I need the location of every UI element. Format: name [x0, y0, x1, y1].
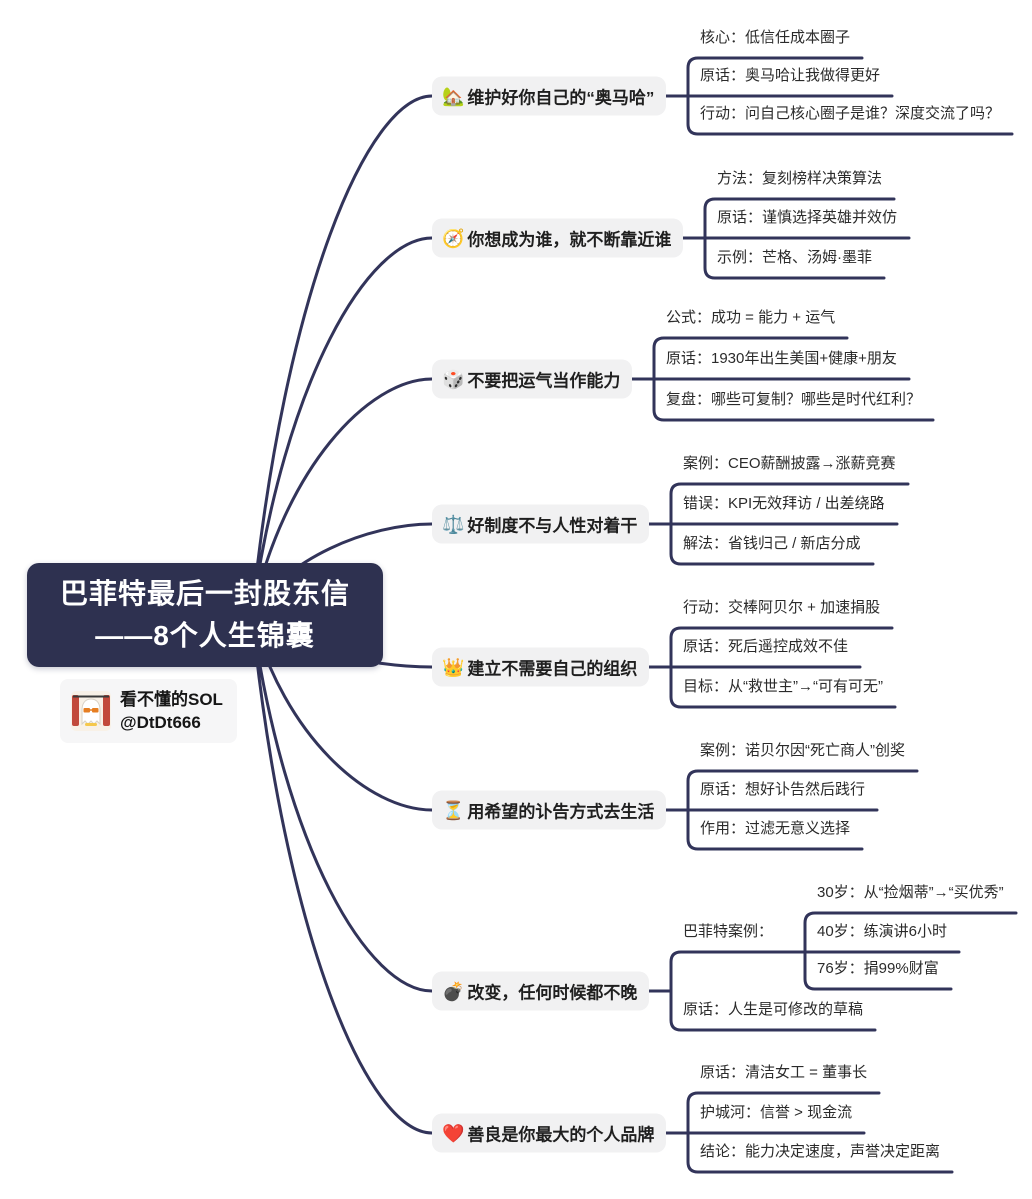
branch-topic-3[interactable]: 🎲不要把运气当作能力 [432, 359, 633, 399]
detail-node[interactable]: 目标：从“救世主”→“可有可无” [683, 678, 883, 695]
branch-topic-6[interactable]: ⏳用希望的讣告方式去生活 [432, 790, 667, 830]
branch-topic-4[interactable]: ⚖️好制度不与人性对着干 [432, 504, 650, 544]
detail-node[interactable]: 原话：想好讣告然后践行 [700, 781, 866, 798]
detail-node[interactable]: 原话：奥马哈让我做得更好 [700, 67, 881, 84]
central-topic-line2: ——8个人生锦囊 [95, 620, 315, 651]
detail-node[interactable]: 结论：能力决定速度，声誉决定距离 [700, 1143, 941, 1160]
branch-topic-7[interactable]: 💣改变，任何时候都不晚 [432, 971, 650, 1011]
branch-topic-label: 维护好你自己的“奥马哈” [467, 88, 655, 108]
house-icon: 🏡 [442, 86, 465, 106]
detail-node[interactable]: 40岁：练演讲6小时 [817, 923, 948, 940]
bomb-icon: 💣 [442, 981, 465, 1001]
central-topic[interactable]: 巴菲特最后一封股东信 ——8个人生锦囊 [27, 563, 383, 667]
detail-node[interactable]: 原话：1930年出生美国+健康+朋友 [666, 350, 897, 367]
detail-node[interactable]: 案例：诺贝尔因“死亡商人”创奖 [700, 742, 905, 759]
detail-node[interactable]: 行动：交棒阿贝尔 + 加速捐股 [683, 599, 881, 616]
detail-node[interactable]: 巴菲特案例： [683, 923, 774, 940]
detail-node[interactable]: 案例：CEO薪酬披露→涨薪竞赛 [683, 455, 896, 472]
detail-node[interactable]: 作用：过滤无意义选择 [700, 820, 851, 837]
detail-node[interactable]: 76岁：捐99%财富 [817, 960, 939, 977]
author-card[interactable]: 看不懂的SOL @DtDt666 [60, 679, 237, 743]
detail-node[interactable]: 复盘：哪些可复制？哪些是时代红利？ [666, 391, 922, 408]
hourglass-icon: ⏳ [442, 800, 465, 820]
detail-node[interactable]: 错误：KPI无效拜访 / 出差绕路 [683, 495, 885, 512]
branch-topic-label: 善良是你最大的个人品牌 [467, 1125, 655, 1145]
branch-topic-label: 改变，任何时候都不晚 [467, 983, 638, 1003]
compass-icon: 🧭 [442, 228, 465, 248]
branch-topic-label: 不要把运气当作能力 [467, 371, 621, 391]
detail-node[interactable]: 原话：人生是可修改的草稿 [683, 1001, 864, 1018]
detail-node[interactable]: 方法：复刻榜样决策算法 [717, 170, 883, 187]
branch-topic-8[interactable]: ❤️善良是你最大的个人品牌 [432, 1113, 667, 1153]
branch-topic-label: 你想成为谁，就不断靠近谁 [467, 230, 672, 250]
detail-node[interactable]: 原话：谨慎选择英雄并效仿 [717, 209, 898, 226]
branch-topic-2[interactable]: 🧭你想成为谁，就不断靠近谁 [432, 218, 684, 258]
author-text: 看不懂的SOL @DtDt666 [120, 688, 223, 734]
crown-icon: 👑 [442, 657, 465, 677]
detail-node[interactable]: 护城河：信誉 > 现金流 [700, 1104, 853, 1121]
detail-node[interactable]: 核心：低信任成本圈子 [700, 29, 851, 46]
branch-topic-label: 好制度不与人性对着干 [467, 516, 638, 536]
author-name: 看不懂的SOL [120, 690, 223, 709]
detail-node[interactable]: 原话：清洁女工 = 董事长 [700, 1064, 868, 1081]
branch-topic-label: 建立不需要自己的组织 [467, 659, 638, 679]
scales-icon: ⚖️ [442, 514, 465, 534]
detail-node[interactable]: 30岁：从“捡烟蒂”→“买优秀” [817, 884, 1004, 901]
die-icon: 🎲 [442, 369, 465, 389]
author-handle: @DtDt666 [120, 713, 201, 732]
branch-topic-label: 用希望的讣告方式去生活 [467, 802, 655, 822]
branch-topic-5[interactable]: 👑建立不需要自己的组织 [432, 647, 650, 687]
detail-node[interactable]: 行动：问自己核心圈子是谁？深度交流了吗？ [700, 105, 1001, 122]
detail-node[interactable]: 示例：芒格、汤姆·墨菲 [717, 249, 872, 266]
branch-topic-1[interactable]: 🏡维护好你自己的“奥马哈” [432, 76, 667, 116]
central-topic-line1: 巴菲特最后一封股东信 [59, 578, 350, 609]
detail-node[interactable]: 原话：死后遥控成效不佳 [683, 638, 849, 655]
detail-node[interactable]: 公式：成功 = 能力 + 运气 [666, 309, 836, 326]
detail-node[interactable]: 解法：省钱归己 / 新店分成 [683, 535, 861, 552]
heart-icon: ❤️ [442, 1123, 465, 1143]
avatar-ghost-icon [71, 691, 111, 731]
